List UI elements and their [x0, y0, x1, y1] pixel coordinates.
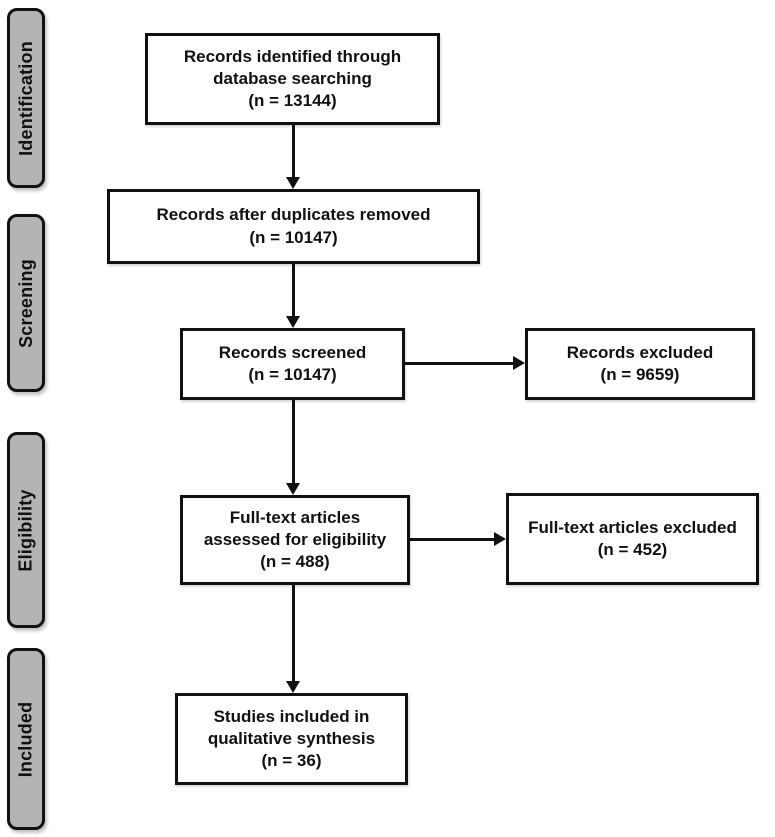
box-duplicates-removed-text: Records after duplicates removed (n = 10… — [156, 205, 431, 247]
stage-label-eligibility: Eligibility — [7, 432, 45, 628]
box-records-screened: Records screened (n = 10147) — [180, 328, 405, 400]
stage-label-screening-text: Screening — [15, 258, 36, 348]
arrowhead-down-icon — [286, 483, 300, 495]
arrow-line — [292, 125, 295, 179]
box-records-excluded: Records excluded (n = 9659) — [525, 328, 755, 400]
arrowhead-down-icon — [286, 316, 300, 328]
box-fulltext-assessed: Full-text articles assessed for eligibil… — [180, 495, 410, 585]
box-records-identified-text: Records identified through database sear… — [183, 46, 402, 111]
arrowhead-right-icon — [494, 532, 506, 546]
arrow-line — [292, 264, 295, 318]
arrow-line — [292, 400, 295, 485]
arrow-line — [410, 538, 496, 541]
box-fulltext-excluded: Full-text articles excluded (n = 452) — [506, 493, 759, 585]
box-duplicates-removed: Records after duplicates removed (n = 10… — [107, 189, 480, 264]
stage-label-included-text: Included — [15, 701, 36, 777]
box-fulltext-excluded-text: Full-text articles excluded (n = 452) — [528, 517, 737, 559]
stage-label-eligibility-text: Eligibility — [15, 488, 36, 572]
box-studies-included: Studies included in qualitative synthesi… — [175, 693, 408, 785]
box-fulltext-assessed-text: Full-text articles assessed for eligibil… — [203, 507, 387, 572]
box-records-identified: Records identified through database sear… — [145, 33, 440, 125]
stage-label-included: Included — [7, 648, 45, 830]
arrow-line — [292, 585, 295, 683]
stage-label-screening: Screening — [7, 214, 45, 392]
box-studies-included-text: Studies included in qualitative synthesi… — [207, 706, 376, 771]
box-records-screened-text: Records screened (n = 10147) — [218, 342, 367, 384]
arrowhead-down-icon — [286, 177, 300, 189]
box-records-excluded-text: Records excluded (n = 9659) — [566, 342, 714, 384]
arrow-line — [405, 362, 515, 365]
arrowhead-down-icon — [286, 681, 300, 693]
arrowhead-right-icon — [513, 356, 525, 370]
stage-label-identification: Identification — [7, 8, 45, 188]
stage-label-identification-text: Identification — [15, 40, 36, 156]
